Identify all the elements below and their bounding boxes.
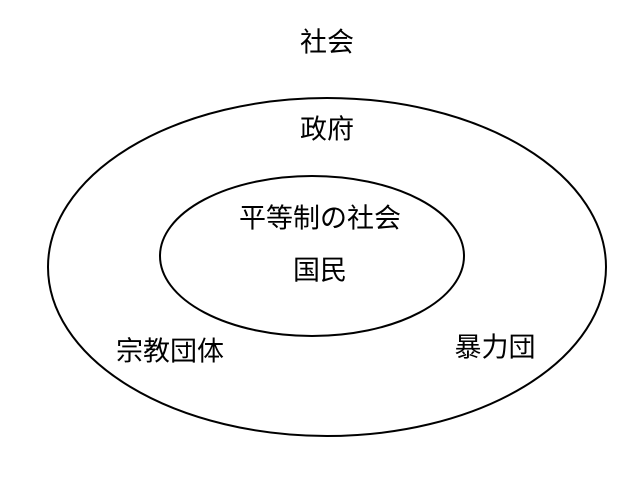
label-egalitarian-society: 平等制の社会 — [239, 203, 401, 235]
label-society: 社会 — [300, 27, 354, 59]
inner-ellipse-egalitarian-society — [159, 175, 465, 337]
label-government: 政府 — [300, 114, 354, 146]
outer-ellipse-government — [47, 97, 607, 437]
label-religious-groups: 宗教団体 — [116, 336, 224, 368]
label-gangs: 暴力団 — [454, 332, 536, 364]
label-citizens: 国民 — [293, 255, 347, 287]
